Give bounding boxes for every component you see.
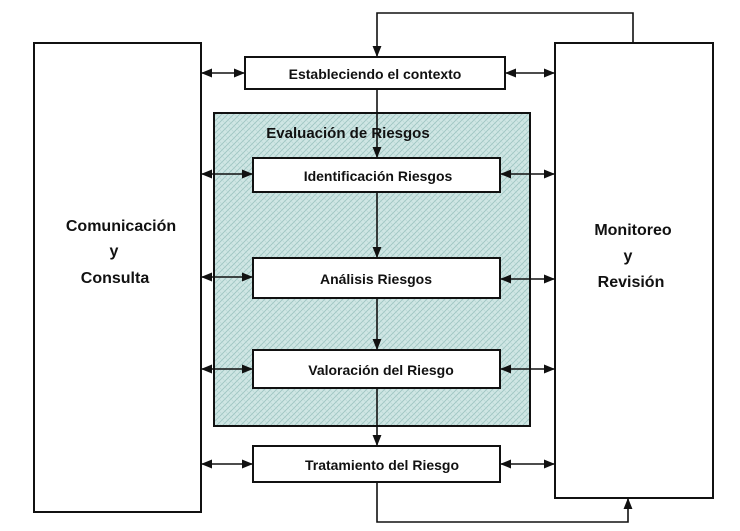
monitoring-label-line1: Monitoreo [594,222,672,239]
analysis-label: Análisis Riesgos [320,271,432,287]
context-label: Estableciendo el contexto [289,66,462,82]
communication-label-line1: Comunicación [66,218,176,235]
monitoring-panel [554,42,714,499]
communication-label-line3: Consulta [81,270,150,287]
bottom-feedback-loop [376,482,633,523]
communication-label-line2: y [110,243,119,260]
assessment-region-title: Evaluación de Riesgos [266,125,429,142]
valuation-label: Valoración del Riesgo [308,362,454,378]
top-feedback-loop [372,12,634,58]
communication-panel [33,42,202,513]
monitoring-label-line2: y [624,248,633,265]
monitoring-label-line3: Revisión [598,274,665,291]
treatment-label: Tratamiento del Riesgo [305,457,459,473]
identification-label: Identificación Riesgos [304,168,453,184]
